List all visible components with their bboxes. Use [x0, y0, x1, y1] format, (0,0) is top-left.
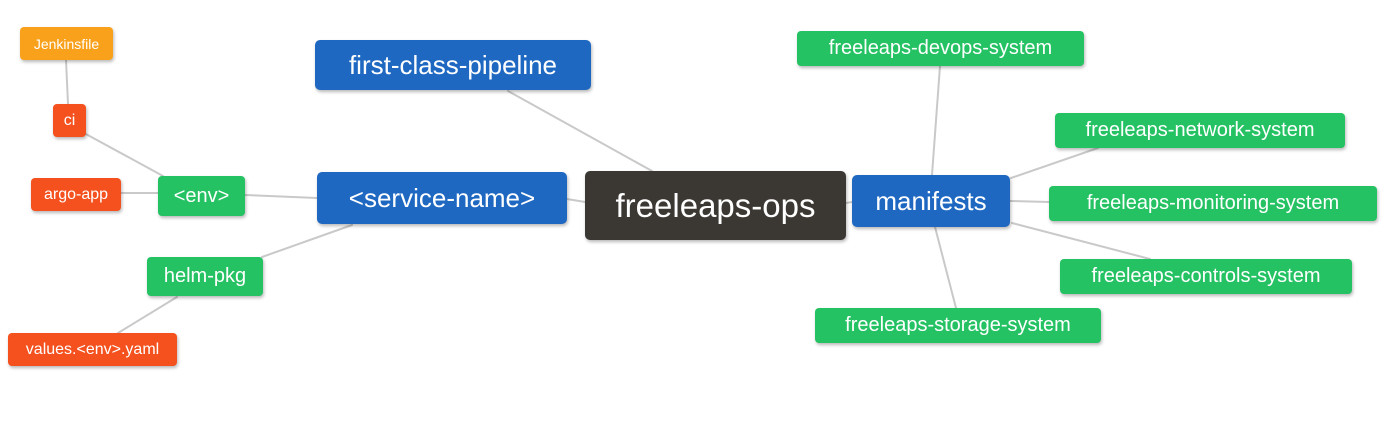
node-first-class-pipeline[interactable]: first-class-pipeline	[315, 40, 591, 90]
node-freeleaps-monitoring-system[interactable]: freeleaps-monitoring-system	[1049, 186, 1377, 221]
node-env[interactable]: <env>	[158, 176, 245, 216]
edge-manifests-network	[1010, 147, 1099, 179]
edge-manifests-controls	[1011, 222, 1151, 260]
node-ci[interactable]: ci	[53, 104, 86, 137]
edge-ci-env	[83, 132, 164, 177]
node-values-env-yaml[interactable]: values.<env>.yaml	[8, 333, 177, 366]
edge-root-manifests	[845, 201, 853, 204]
edge-helm-pkg-service-name	[261, 224, 353, 258]
node-jenkinsfile[interactable]: Jenkinsfile	[20, 27, 113, 60]
edge-service-name-root	[566, 198, 586, 203]
edge-values-helm-pkg	[117, 296, 178, 334]
node-freeleaps-controls-system[interactable]: freeleaps-controls-system	[1060, 259, 1352, 294]
node-freeleaps-network-system[interactable]: freeleaps-network-system	[1055, 113, 1345, 148]
node-freeleaps-devops-system[interactable]: freeleaps-devops-system	[797, 31, 1084, 66]
node-freeleaps-ops-root[interactable]: freeleaps-ops	[585, 171, 846, 240]
node-manifests[interactable]: manifests	[852, 175, 1010, 227]
edge-manifests-storage	[934, 226, 957, 309]
node-service-name[interactable]: <service-name>	[317, 172, 567, 224]
node-freeleaps-storage-system[interactable]: freeleaps-storage-system	[815, 308, 1101, 343]
node-helm-pkg[interactable]: helm-pkg	[147, 257, 263, 296]
edge-jenkinsfile-ci	[65, 59, 69, 105]
edge-manifests-monitoring	[1009, 200, 1050, 203]
edge-env-service-name	[244, 194, 318, 199]
node-argo-app[interactable]: argo-app	[31, 178, 121, 211]
edge-pipeline-root	[507, 90, 653, 172]
edge-manifests-devops	[931, 65, 941, 176]
